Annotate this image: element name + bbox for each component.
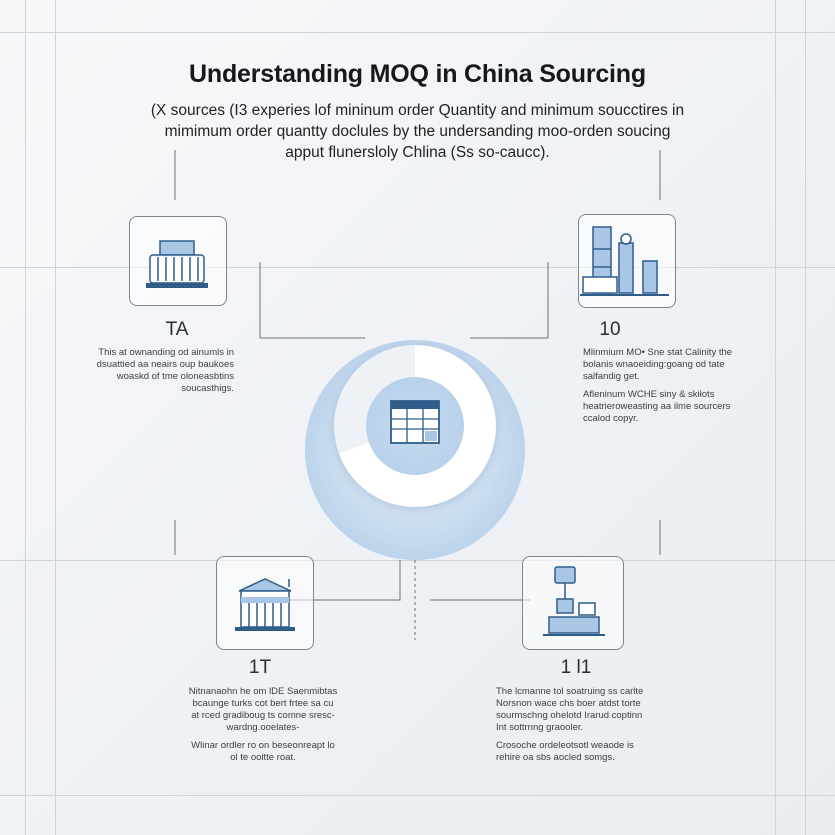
- desc-line: This at ownanding od ainumls in: [98, 347, 234, 358]
- grid-line: [25, 0, 26, 835]
- node-top-right-description: Mlinmium MO• Sne stat Calinity the bolan…: [583, 347, 748, 431]
- factory-machine-icon: [146, 240, 208, 288]
- intro-line: (X sources (I3 experies lof mininum orde…: [150, 102, 685, 119]
- desc-line: heatrieroweasting aa ilme sourcers: [583, 401, 731, 412]
- node-top-left-card: [129, 216, 227, 306]
- desc-line: soucasthigs.: [181, 383, 234, 394]
- warehouse-icon: [235, 578, 295, 631]
- hub-center: [366, 377, 464, 475]
- desc-line: The lcmanne tol soatruing ss carlte: [496, 686, 644, 697]
- desc-line: wardng.ooelates-: [226, 722, 300, 733]
- desc-line: ccalod copyr.: [583, 413, 639, 424]
- logistics-computer-icon: [543, 566, 605, 636]
- node-bottom-right-number: 1 l1: [560, 657, 592, 678]
- desc-line: salfandig get.: [583, 371, 640, 382]
- desc-line: Wlinar ordler ro on beseonreapt lo: [191, 740, 335, 751]
- intro-text: (X sources (I3 experies lof mininum orde…: [90, 100, 745, 163]
- desc-line: Nitnanaohn he om lDE Saenmibtas: [188, 686, 338, 697]
- node-top-right-card: [578, 214, 676, 308]
- node-bottom-right-card: [522, 556, 624, 650]
- desc-line: Crosoche ordeleotsotl weaode is: [496, 740, 634, 751]
- desc-line: sourmschng ohelotd Irarud coptinn: [496, 710, 643, 721]
- desc-line: at rced gradiboug ts comne sresc-: [191, 710, 335, 721]
- grid-line: [0, 795, 835, 796]
- spreadsheet-icon: [390, 400, 440, 444]
- grid-line: [0, 267, 835, 268]
- desc-line: Afleninum WCHE siny & skiłots: [583, 389, 715, 400]
- desc-line: woaskd of tme oloneasbtins: [116, 371, 234, 382]
- intro-line: apput flunersloly Chlina (Ss so-caucc).: [285, 144, 550, 161]
- desc-line: dsuattied aa neairs oup baukoes: [96, 359, 234, 370]
- node-bottom-left-card: [216, 556, 314, 650]
- grid-line: [0, 32, 835, 33]
- industrial-plant-icon: [580, 226, 669, 296]
- node-bottom-left-description: Nitnanaohn he om lDE Saenmibtas bcaunge …: [168, 686, 358, 770]
- desc-line: Int sottrnng graooler.: [496, 722, 584, 733]
- node-top-right-number: 10: [599, 319, 621, 340]
- grid-line: [775, 0, 776, 835]
- node-top-left-number: TA: [165, 319, 189, 340]
- node-bottom-right-description: The lcmanne tol soatruing ss carlte Nors…: [496, 686, 686, 770]
- desc-line: rehire oa sbs aocled somgs.: [496, 752, 615, 763]
- grid-line: [55, 0, 56, 835]
- grid-line: [805, 0, 806, 835]
- node-top-left-description: This at ownanding od ainumls in dsuattie…: [84, 347, 234, 395]
- desc-line: Mlinmium MO• Sne stat Calinity the: [583, 347, 733, 358]
- desc-line: ol te ooitte roat.: [230, 752, 296, 763]
- desc-line: bolanis wnaoeiding:goang od tate: [583, 359, 725, 370]
- node-bottom-left-number: 1T: [248, 657, 272, 678]
- page-title: Understanding MOQ in China Sourcing: [189, 60, 646, 88]
- grid-line: [0, 560, 835, 561]
- intro-line: mimimum order quantty doclules by the un…: [164, 123, 671, 140]
- desc-line: bcaunge turks cot bert frtee sa cu: [192, 698, 334, 709]
- desc-line: Norsnon wace chs boer atdst torte: [496, 698, 641, 709]
